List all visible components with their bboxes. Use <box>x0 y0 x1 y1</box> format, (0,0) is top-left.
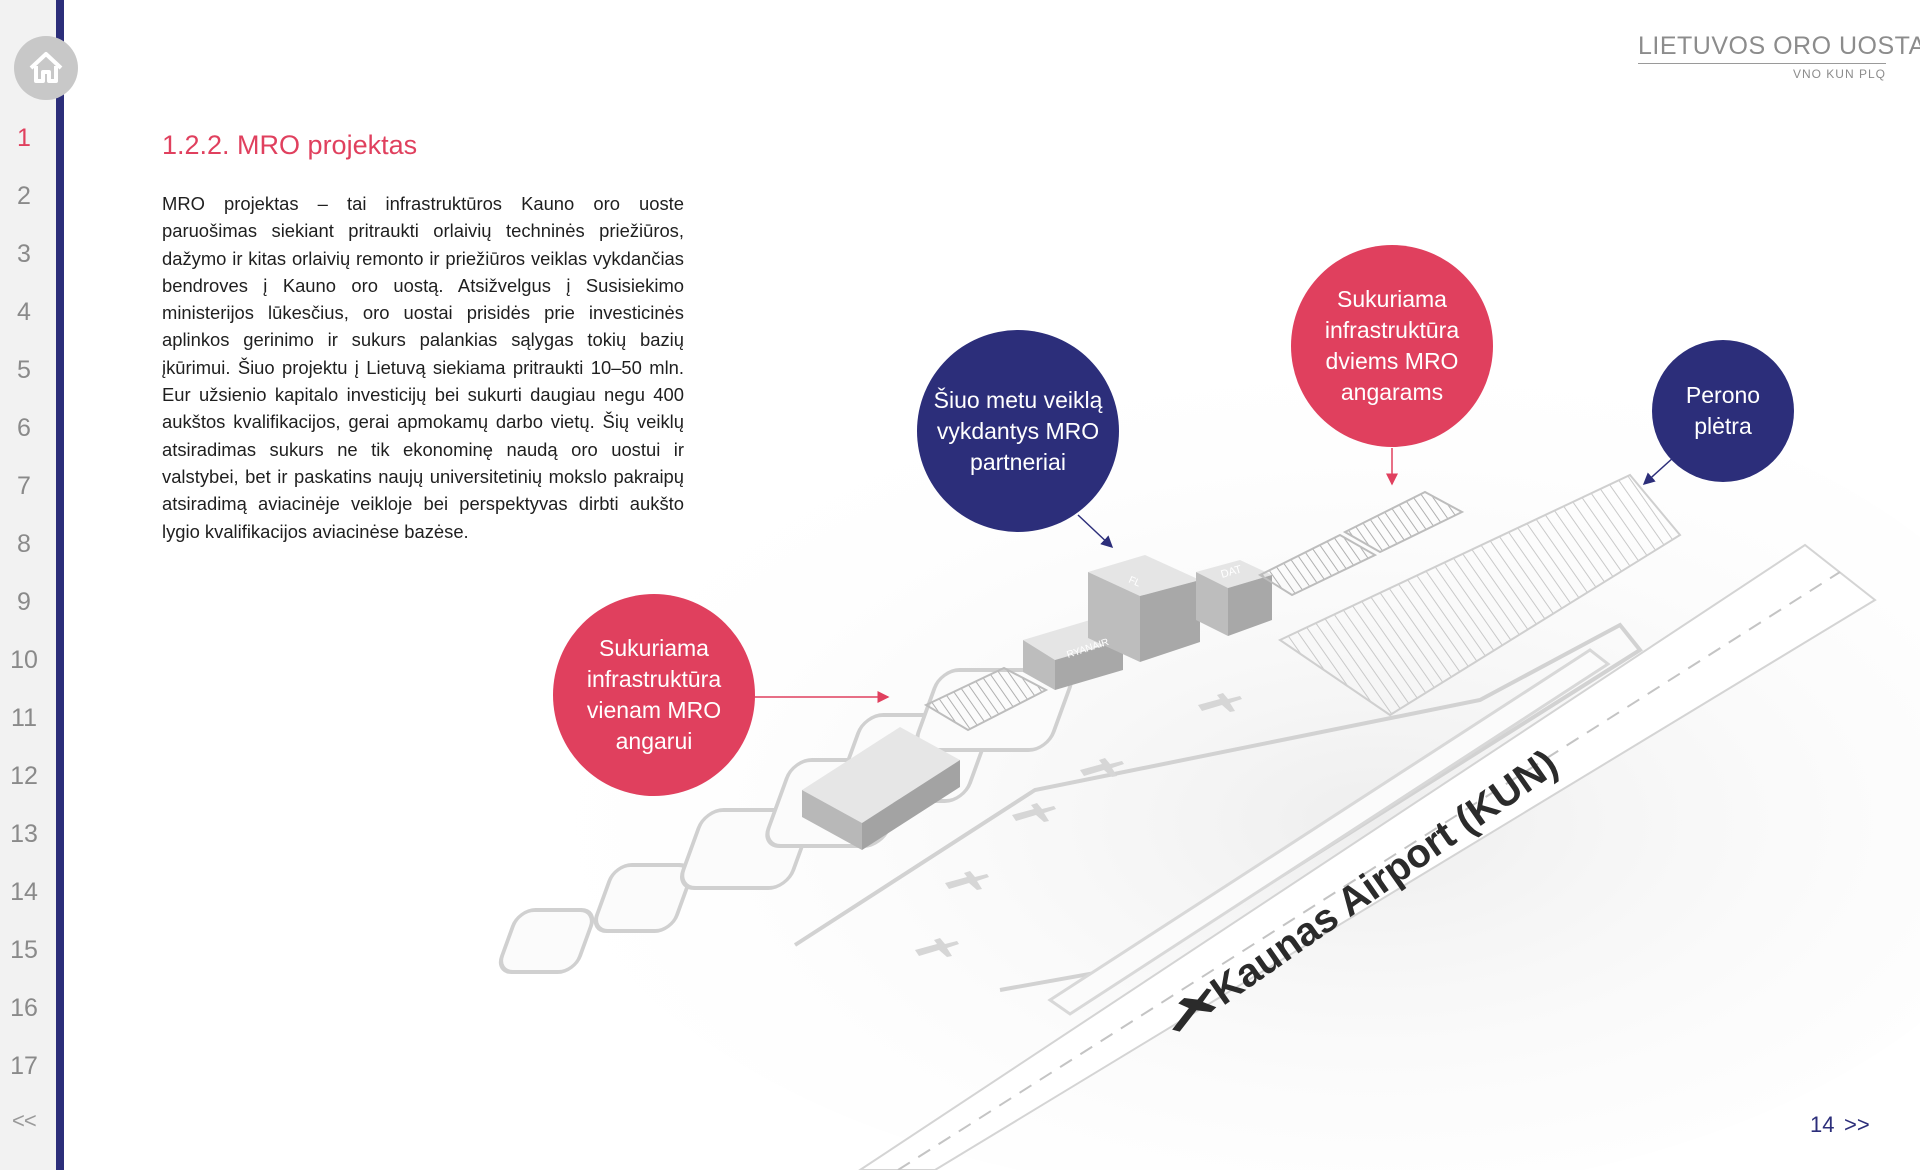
logo-codes: VNO KUN PLQ <box>1792 67 1886 81</box>
chapter-nav-item[interactable]: 9 <box>17 588 31 616</box>
chapter-nav-item[interactable]: 7 <box>17 472 31 500</box>
chapter-nav-item[interactable]: 16 <box>10 994 38 1022</box>
next-page-button[interactable]: >> <box>1844 1112 1870 1137</box>
logo-title: LIETUVOS ORO UOSTAI <box>1638 32 1920 64</box>
dat-label: DAT <box>1220 563 1244 580</box>
bubble-one-hangar-text: Sukuriama infrastruktūra vienam MRO anga… <box>586 635 722 754</box>
apron-extension-area <box>1277 473 1682 717</box>
stand-plane-icons <box>915 693 1242 957</box>
bubble-partners: Šiuo metu veiklą vykdantys MRO partneria… <box>917 330 1119 532</box>
arrow-apron <box>1642 456 1675 486</box>
chapter-nav-item[interactable]: 5 <box>17 356 31 384</box>
bubble-apron-text: Perono plėtra <box>1685 382 1761 439</box>
bubble-two-hangars-text: Sukuriama infrastruktūra dviems MRO anga… <box>1324 286 1460 405</box>
chapter-nav-item[interactable]: 13 <box>10 820 38 848</box>
one-hangar-area <box>802 666 1049 850</box>
home-button[interactable] <box>14 36 78 100</box>
two-hangar-pads <box>1257 490 1465 597</box>
floor-shadow <box>540 360 1920 1170</box>
brand-logo: LIETUVOS ORO UOSTAI VNO KUN PLQ <box>1638 32 1920 81</box>
chapter-nav-item[interactable]: 6 <box>17 414 31 442</box>
chapter-nav-item[interactable]: 17 <box>10 1052 38 1080</box>
taxiway <box>793 622 1643 1016</box>
chapter-nav-item[interactable]: 15 <box>10 936 38 964</box>
bubble-two-hangars: Sukuriama infrastruktūra dviems MRO anga… <box>1291 245 1493 447</box>
bubble-partners-text: Šiuo metu veiklą vykdantys MRO partneria… <box>933 386 1103 475</box>
page-number: 14 <box>1810 1112 1835 1137</box>
chapter-nav-item[interactable]: 4 <box>17 298 31 326</box>
chapter-nav-item[interactable]: 8 <box>17 530 31 558</box>
arrow-partners <box>1077 514 1114 549</box>
section-title: 1.2.2. MRO projektas <box>162 130 418 160</box>
airport-plane-icon <box>1172 988 1217 1032</box>
bubble-one-hangar: Sukuriama infrastruktūra vienam MRO anga… <box>553 594 755 796</box>
chapter-nav-item[interactable]: 14 <box>10 878 38 906</box>
bubble-apron: Perono plėtra <box>1652 340 1794 482</box>
home-icon <box>29 52 63 83</box>
prev-page-button[interactable]: << <box>12 1108 37 1133</box>
chapter-nav-item[interactable]: 1 <box>17 124 31 152</box>
partner-hangars: RYANAIR FL DAT <box>1023 555 1272 690</box>
chapter-nav-item[interactable]: 3 <box>17 240 31 268</box>
chapter-nav-item[interactable]: 10 <box>10 646 38 674</box>
chapter-nav-item[interactable]: 12 <box>10 762 38 790</box>
chapter-nav-item[interactable]: 11 <box>11 704 37 732</box>
chapter-nav-item[interactable]: 2 <box>17 182 31 210</box>
runway <box>858 543 1877 1170</box>
fl-label: FL <box>1127 575 1143 590</box>
section-body: MRO projektas – tai infrastruktūros Kaun… <box>162 193 684 542</box>
